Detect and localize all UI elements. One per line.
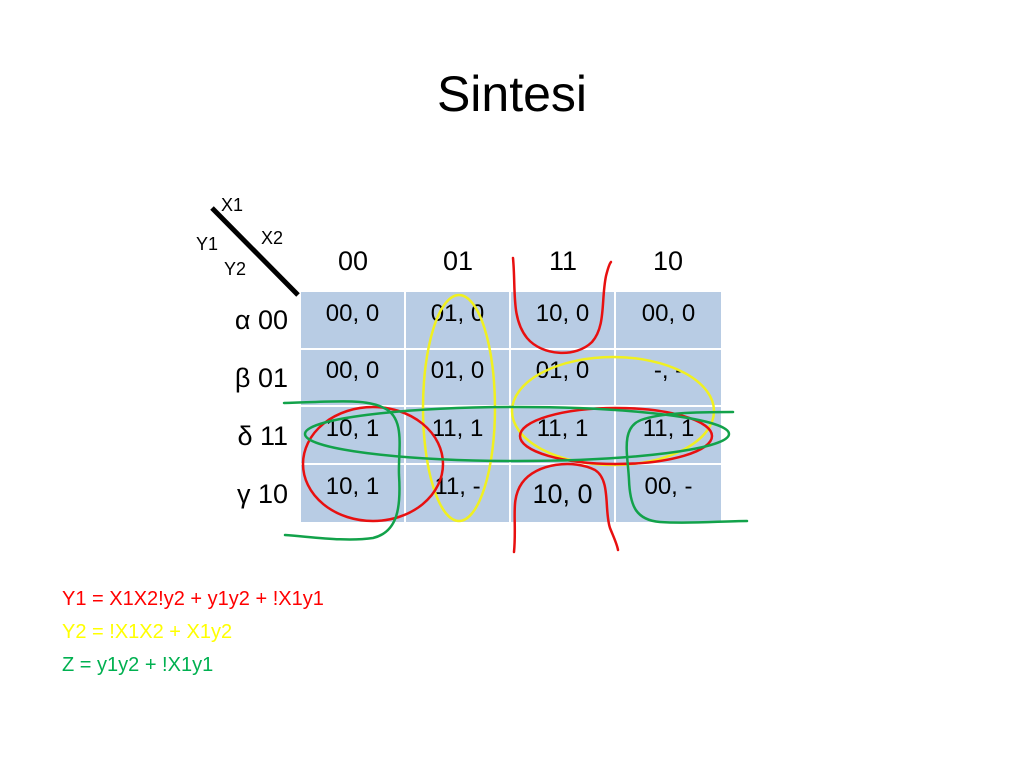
diagonal-line — [210, 206, 300, 297]
kmap-cell: 01, 0 — [406, 349, 511, 407]
row-header-delta: δ 11 — [237, 421, 288, 451]
kmap-cell: 00, - — [644, 473, 693, 501]
red-loop-row-delta-right — [518, 406, 714, 466]
corner-label-y2: Y2 — [224, 259, 247, 279]
corner-label-x2: X2 — [261, 228, 284, 248]
row-header-beta: β 01 — [234, 363, 288, 393]
row-header-alpha: α 00 — [234, 305, 288, 335]
kmap-cell: 00, 0 — [301, 349, 406, 407]
kmap-cell: 10, 0 — [511, 464, 616, 522]
green-loop-row-delta — [303, 405, 731, 463]
kmap-cell: 00, 0 — [616, 292, 721, 350]
kmap-cell: 11, 1 — [511, 407, 616, 465]
column-header-10: 10 — [652, 246, 684, 276]
kmap-cell: 11, 1 — [616, 407, 721, 465]
column-header-00: 00 — [337, 246, 369, 276]
corner-label-y1: Y1 — [196, 234, 219, 254]
red-bracket-bottom — [512, 462, 620, 554]
green-bracket-left — [282, 400, 401, 541]
row-header-gamma: γ 10 — [236, 479, 288, 509]
green-bracket-right — [625, 410, 749, 524]
kmap-cell: 10, 0 — [511, 292, 616, 350]
equation-y1: Y1 = X1X2!y2 + y1y2 + !X1y1 — [62, 588, 324, 610]
column-header-01: 01 — [442, 246, 474, 276]
kmap-cell: 00, 0 — [301, 292, 406, 350]
kmap-cell: 11, 1 — [406, 407, 511, 465]
page-title: Sintesi — [436, 66, 588, 122]
kmap-cell: 10, 1 — [301, 464, 406, 522]
red-loop-left-bottom — [301, 405, 445, 523]
kmap-cell: 01, 0 — [406, 292, 511, 350]
red-bracket-top — [511, 256, 613, 355]
column-header-11: 11 — [548, 246, 578, 276]
corner-label-x1: X1 — [221, 195, 244, 215]
equation-y2: Y2 = !X1X2 + X1y2 — [62, 621, 233, 643]
equation-z: Z = y1y2 + !X1y1 — [62, 654, 214, 676]
karnaugh-map: 00, 0 01, 0 10, 0 00, 0 00, 0 01, 0 01, … — [301, 292, 721, 522]
